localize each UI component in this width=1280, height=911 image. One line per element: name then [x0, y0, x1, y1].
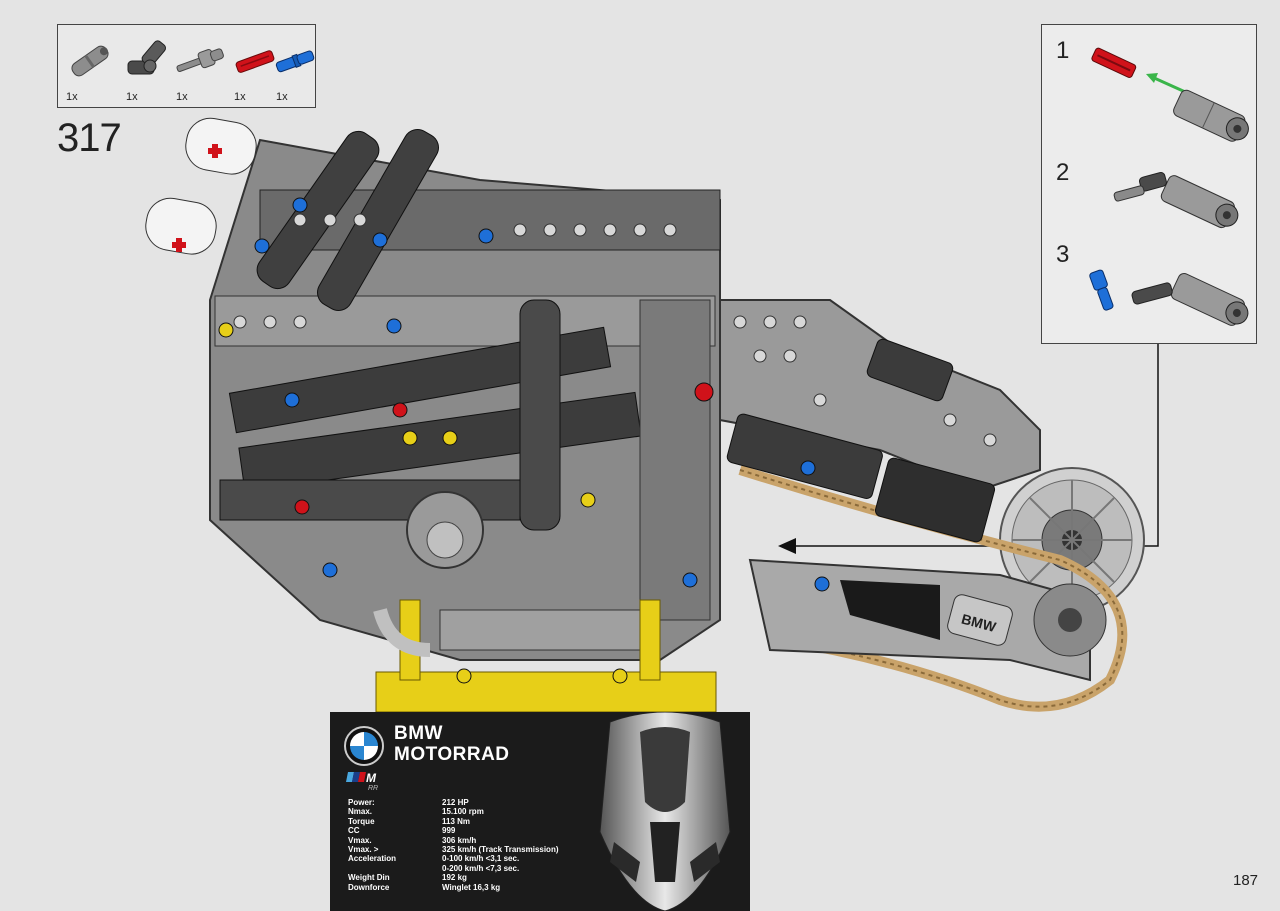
motorcycle-front-silhouette — [599, 712, 731, 911]
red-axle-icon — [235, 50, 275, 73]
spec-table: Power: 212 HP Nmax. 15.100 rpm Torque 113 N… — [348, 798, 608, 892]
parts-list: 1x 1x 1x 1x — [57, 24, 316, 108]
tail-assembly — [719, 299, 1041, 543]
spec-row: Weight Din 192 kg — [348, 873, 608, 882]
part-item: 1x — [172, 31, 228, 107]
spec-value: 192 kg — [442, 873, 467, 883]
svg-text:M: M — [366, 771, 377, 785]
spec-label: Nmax. — [348, 807, 373, 817]
spec-value: 0-100 km/h <3,1 sec. — [442, 854, 520, 864]
spec-label: Vmax. > — [348, 844, 379, 854]
angle-connector-assembly-icon — [1113, 172, 1239, 229]
spec-value: 999 — [442, 826, 456, 836]
spec-label: Power: — [348, 798, 375, 807]
m-rr-logo-icon: M RR — [346, 771, 378, 792]
spec-value: 15.100 rpm — [442, 807, 484, 817]
substep-number: 3 — [1056, 241, 1070, 268]
dark-grey-angle-connector-icon — [127, 40, 167, 75]
substep-number: 1 — [1056, 37, 1070, 64]
step-number: 317 — [57, 116, 122, 160]
blue-pin-icon — [275, 50, 315, 73]
spec-value: 325 km/h (Track Transmission) — [442, 844, 559, 854]
brand-name: BMW MOTORRAD — [394, 723, 510, 765]
spec-row: Torque 113 Nm — [348, 817, 608, 826]
callout-pointer-arrow — [778, 538, 796, 554]
sub-assembly-callout: 1 2 3 — [1041, 24, 1257, 344]
rear-wheel — [999, 467, 1145, 613]
spec-row: Vmax. 306 km/h — [348, 836, 608, 845]
spec-row: Nmax. 15.100 rpm — [348, 807, 608, 816]
spec-value: 212 HP — [442, 798, 469, 807]
part-quantity: 1x — [276, 91, 288, 103]
part-quantity: 1x — [126, 91, 138, 103]
spec-value: 306 km/h — [442, 835, 477, 845]
part-item: 1x — [272, 31, 328, 107]
grey-axle-pin-icon — [176, 48, 224, 72]
grey-axle-connector-icon — [71, 45, 109, 77]
spec-label: CC — [348, 826, 360, 836]
spec-value: 0-200 km/h <7,3 sec. — [442, 863, 520, 873]
spec-label: Vmax. — [348, 835, 372, 845]
part-quantity: 1x — [234, 91, 246, 103]
part-quantity: 1x — [176, 91, 188, 103]
callout-pointer-line — [790, 344, 1159, 547]
spec-value: 113 Nm — [442, 816, 471, 826]
spec-row: Power: 212 HP — [348, 798, 608, 807]
svg-text:RR: RR — [368, 785, 378, 792]
main-frame — [209, 129, 721, 713]
spec-row: Vmax. > 325 km/h (Track Transmission) — [348, 845, 608, 854]
spec-value: Winglet 16,3 kg — [442, 882, 501, 892]
spec-row: CC 999 — [348, 826, 608, 835]
swingarm: BMW — [748, 558, 1107, 682]
page-number: 187 — [1233, 872, 1259, 889]
substep-number: 2 — [1056, 159, 1070, 186]
spec-label: Weight Din — [348, 873, 390, 883]
part-item: 1x — [62, 31, 118, 107]
brand-line-2: MOTORRAD — [394, 744, 510, 765]
part-item: 1x — [230, 31, 286, 107]
spec-label: Torque — [348, 816, 375, 826]
brand-line-1: BMW — [394, 723, 443, 744]
spec-label: Acceleration — [348, 854, 397, 864]
red-axle-into-connector-icon — [1091, 47, 1249, 142]
front-linkage — [145, 117, 257, 255]
spec-row: 0-200 km/h <7,3 sec. — [348, 864, 608, 873]
part-quantity: 1x — [66, 91, 78, 103]
display-plaque: BMW MOTORRAD M RR Power: 212 HP Nmax. 15.1… — [330, 712, 750, 911]
spec-row: Downforce Winglet 16,3 kg — [348, 883, 608, 892]
part-item: 1x — [122, 31, 178, 107]
spec-row: Acceleration 0-100 km/h <3,1 sec. — [348, 854, 608, 863]
blue-pin-assembly-icon — [1089, 269, 1249, 326]
spec-label: Downforce — [348, 882, 390, 892]
bmw-roundel-icon — [344, 726, 384, 766]
